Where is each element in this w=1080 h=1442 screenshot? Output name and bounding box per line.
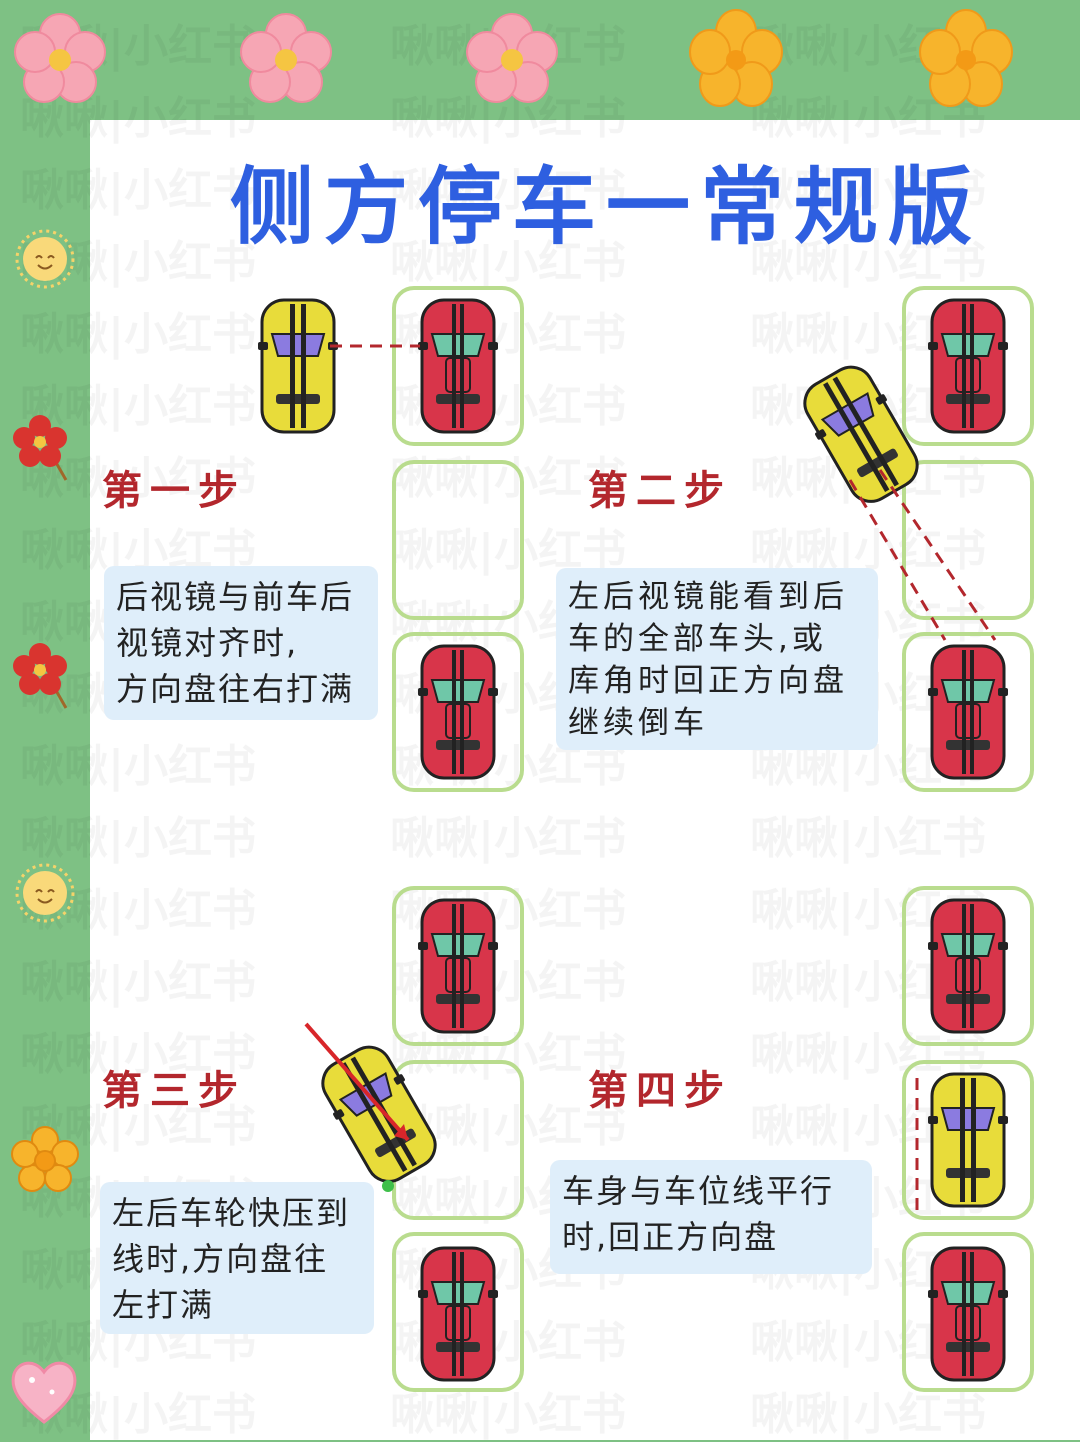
sun-icon xyxy=(15,863,75,923)
red-car xyxy=(416,642,500,786)
sun-icon xyxy=(15,229,75,289)
parking-slot xyxy=(392,1232,524,1392)
note-line: 左打满 xyxy=(112,1286,215,1324)
note-line: 方向盘往右打满 xyxy=(116,670,355,708)
note-line: 左后视镜能看到后 xyxy=(568,579,848,615)
red-car xyxy=(416,296,500,440)
parking-slot xyxy=(902,286,1034,446)
step-2-title: 第二步 xyxy=(588,468,732,514)
note-line: 后视镜与前车后 xyxy=(116,578,355,616)
note-line: 车身与车位线平行 xyxy=(562,1172,835,1210)
pink-flower-icon xyxy=(14,13,106,103)
sight-dashed-line xyxy=(848,479,947,641)
orange-flower-icon xyxy=(919,9,1013,107)
red-blossom-icon xyxy=(13,643,68,709)
arrow-head xyxy=(394,1124,408,1140)
wheel-marker xyxy=(382,1180,394,1192)
note-line: 库角时回正方向盘 xyxy=(568,663,848,699)
parking-slot xyxy=(392,286,524,446)
red-car xyxy=(926,642,1010,786)
parking-slot xyxy=(902,632,1034,792)
red-car xyxy=(926,296,1010,440)
step-3-title: 第三步 xyxy=(102,1068,246,1114)
note-line: 车的全部车头,或 xyxy=(568,621,827,657)
red-car xyxy=(926,1244,1010,1388)
red-car xyxy=(926,896,1010,1040)
yellow-car xyxy=(790,353,935,520)
orange-flower-icon xyxy=(11,1126,79,1192)
yellow-car xyxy=(926,1070,1010,1214)
red-car xyxy=(416,896,500,1040)
note-line: 视镜对齐时, xyxy=(116,624,299,662)
parking-slot xyxy=(902,886,1034,1046)
note-line: 左后车轮快压到 xyxy=(112,1194,351,1232)
page-title: 侧方停车一常规版 xyxy=(230,158,983,256)
step-2-note: 左后视镜能看到后 车的全部车头,或 库角时回正方向盘 继续倒车 xyxy=(556,568,878,750)
pink-flower-icon xyxy=(240,13,332,103)
note-line: 时,回正方向盘 xyxy=(562,1218,779,1256)
step-4-note: 车身与车位线平行 时,回正方向盘 xyxy=(550,1160,872,1274)
heart-icon xyxy=(11,1361,77,1424)
note-line: 线时,方向盘往 xyxy=(112,1240,329,1278)
step-4-title: 第四步 xyxy=(588,1068,732,1114)
note-line: 继续倒车 xyxy=(568,705,708,741)
step-3-note: 左后车轮快压到 线时,方向盘往 左打满 xyxy=(100,1182,374,1334)
pink-flower-icon xyxy=(466,13,558,103)
sight-dashed-line xyxy=(878,469,997,641)
parking-slot xyxy=(902,460,1034,620)
red-car xyxy=(416,1244,500,1388)
orange-flower-icon xyxy=(689,9,783,107)
parking-slot xyxy=(902,1232,1034,1392)
direction-arrow xyxy=(304,1022,410,1142)
parking-slot xyxy=(392,886,524,1046)
step-1-note: 后视镜与前车后 视镜对齐时, 方向盘往右打满 xyxy=(104,566,378,720)
parking-slot xyxy=(902,1060,1034,1220)
red-blossom-icon xyxy=(13,415,68,481)
step-1-title: 第一步 xyxy=(102,468,246,514)
parking-slot xyxy=(392,460,524,620)
yellow-car xyxy=(256,296,340,440)
parking-slot xyxy=(392,632,524,792)
